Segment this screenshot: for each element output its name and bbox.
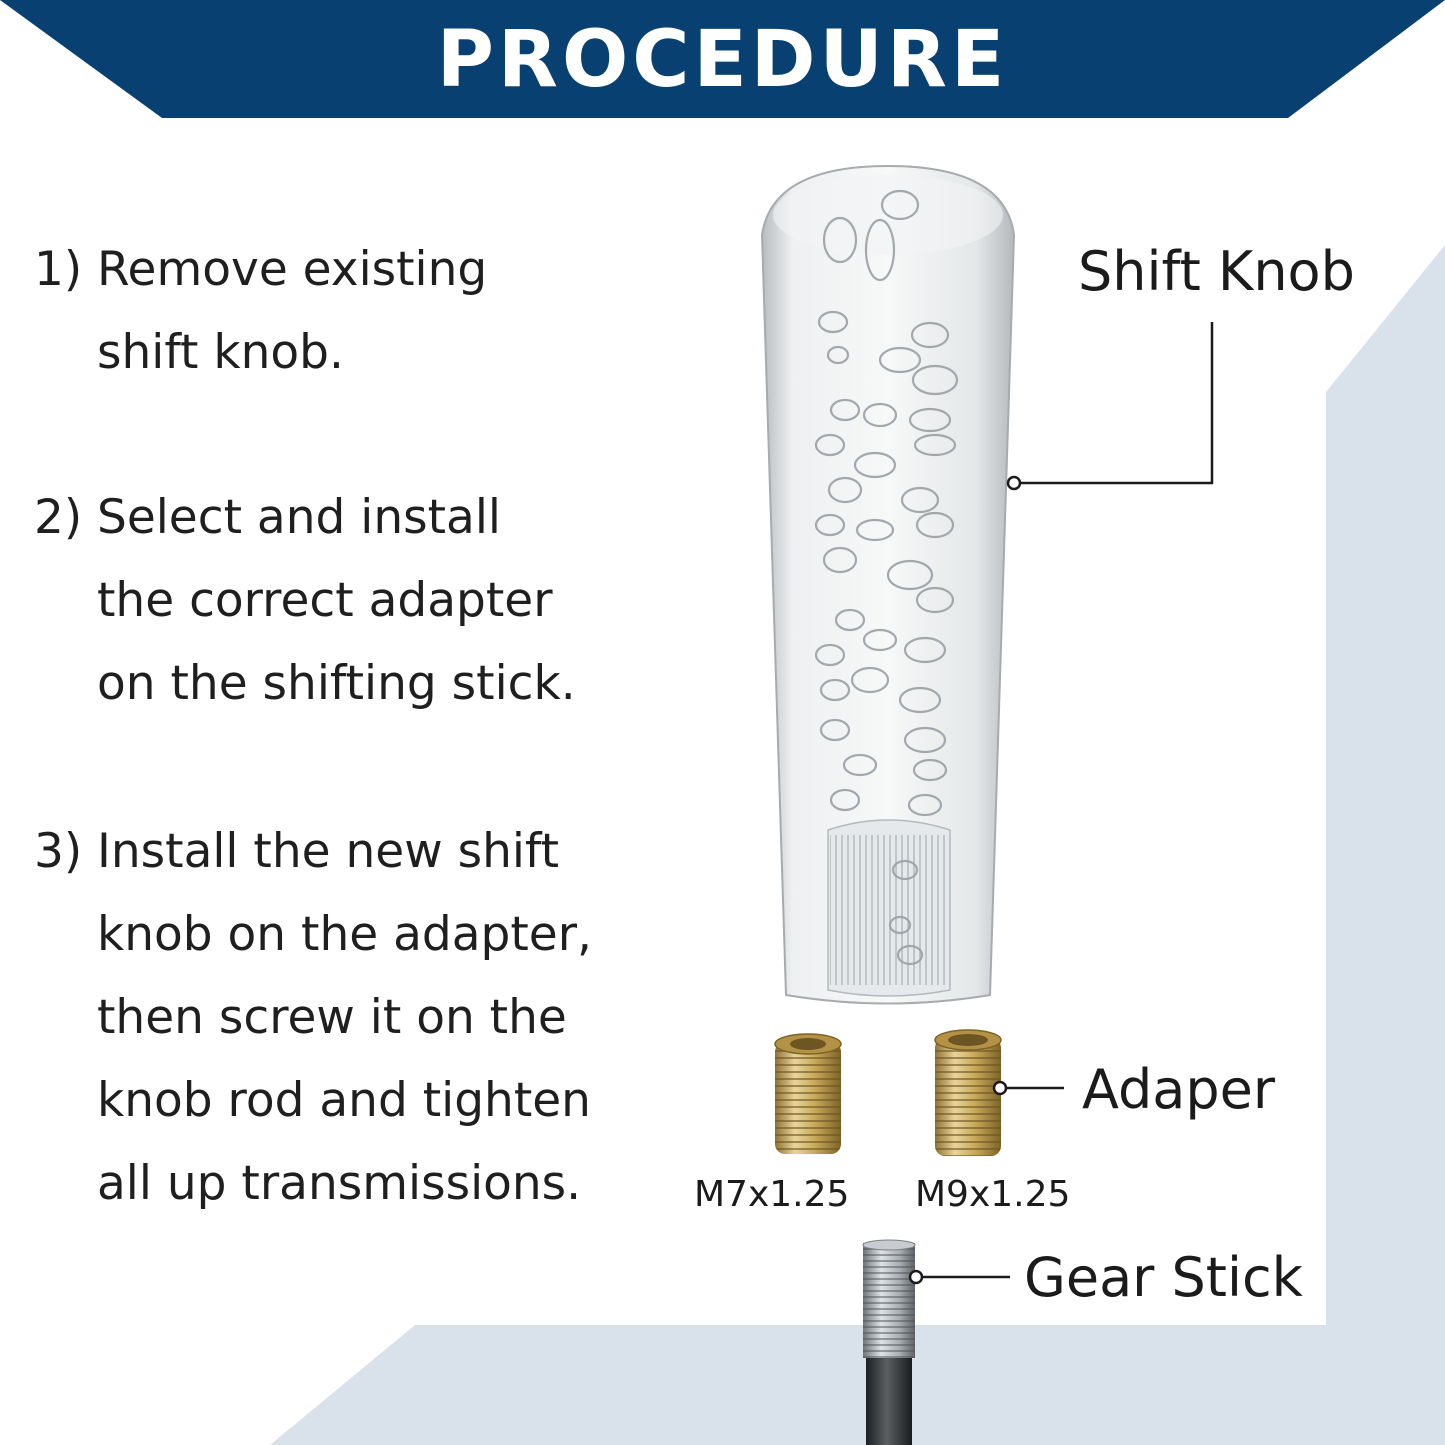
step-1-line-1: Remove existing	[97, 242, 488, 297]
step-3-line-1: Install the new shift	[97, 824, 560, 879]
step-3-line-5: all up transmissions.	[97, 1156, 582, 1211]
gear-stick-image	[862, 1239, 916, 1445]
knob-callout-dot	[1006, 475, 1022, 491]
adapter-m7-image	[774, 1033, 842, 1154]
adapter-m9-size-label: M9x1.25	[915, 1174, 1071, 1215]
page-title: PROCEDURE	[436, 15, 1009, 105]
step-1-number: 1)	[34, 242, 83, 297]
step-2-line-1: Select and install	[97, 490, 501, 545]
step-2-line-2: the correct adapter	[97, 573, 553, 628]
step-1-line-2: shift knob.	[97, 325, 344, 380]
adapter-label: Adaper	[1082, 1058, 1276, 1121]
gear-callout-dot	[908, 1269, 924, 1285]
header-banner	[0, 0, 1445, 118]
adapter-m9-image	[934, 1029, 1002, 1156]
step-3-line-2: knob on the adapter,	[97, 907, 592, 962]
adapter-callout-dot	[992, 1080, 1008, 1096]
step-3-number: 3)	[34, 824, 83, 879]
gear-stick-label: Gear Stick	[1024, 1246, 1303, 1309]
adapter-m7-size-label: M7x1.25	[694, 1174, 850, 1215]
shift-knob-image	[760, 164, 1016, 1005]
knob-callout-line	[1020, 322, 1214, 485]
step-3-line-3: then screw it on the	[97, 990, 567, 1045]
step-2-number: 2)	[34, 490, 83, 545]
step-2-line-3: on the shifting stick.	[97, 656, 576, 711]
step-3-line-4: knob rod and tighten	[97, 1073, 591, 1128]
shift-knob-label: Shift Knob	[1078, 240, 1355, 303]
